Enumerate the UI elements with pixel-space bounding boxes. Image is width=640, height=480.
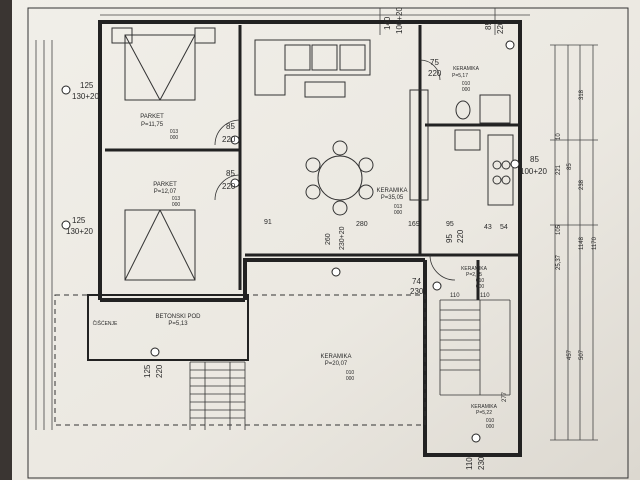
dim-door-1-width: 85 [226, 122, 235, 131]
dim-right-238: 238 [579, 179, 585, 190]
dim-entry-height: 230 [477, 456, 486, 470]
dim-top-100: 100+20 [395, 7, 404, 34]
dim-door-1-height: 220 [222, 135, 236, 144]
room-code2-bedroom2: 000 [172, 202, 181, 208]
room-label-hall: KERAMIKA [461, 266, 488, 272]
outer-walls [98, 20, 522, 457]
dim-mid-54: 54 [500, 224, 508, 231]
interior-stairs [439, 299, 511, 396]
room-code2-hall: 000 [476, 284, 485, 290]
terrace-inner-wall [87, 294, 249, 361]
room-code-bedroom1: 013 [170, 129, 179, 135]
dim-mid-91: 91 [264, 219, 272, 226]
room-code2-bedroom1: 000 [170, 135, 179, 141]
dim-vert-110a: 110 [450, 293, 460, 299]
room-code-terrace: 010 [346, 370, 355, 376]
dim-right-1148: 1148 [579, 236, 585, 250]
dim-top-85: 85 [484, 21, 493, 30]
bed-top [111, 27, 216, 101]
dim-mid-95: 95 [446, 221, 454, 228]
dim-right-2537: 25,37 [556, 254, 562, 270]
dining-table [305, 140, 374, 216]
room-area-bedroom1: P=11,75 [141, 122, 164, 128]
room-code2-entry: 000 [486, 424, 495, 430]
dim-right-10: 10 [556, 133, 562, 140]
dim-bath-door-height: 220 [428, 69, 442, 78]
dim-mid-43: 43 [484, 224, 492, 231]
kitchen-counter [409, 89, 514, 206]
room-code-bedroom2: 013 [172, 196, 181, 202]
dim-window-width-1: 125 [80, 81, 94, 90]
room-label-entry: KERAMIKA [471, 404, 498, 410]
dim-terrace-door-height: 220 [155, 364, 164, 378]
room-code-entry: 010 [486, 418, 495, 424]
dim-vert-110b: 110 [480, 293, 490, 299]
room-code-hall: 010 [476, 278, 485, 284]
room-area-terrace: P=20,07 [325, 361, 348, 367]
dim-right-457: 457 [567, 349, 573, 360]
door-swings [214, 59, 456, 281]
stairs [189, 361, 246, 430]
dim-hall-door-width: 95 [445, 234, 454, 243]
room-area-bedroom2: P=12,07 [154, 189, 177, 195]
room-area-living: P=35,05 [381, 195, 404, 201]
dim-vert-260: 260 [325, 233, 332, 245]
room-label-bedroom2: PARKET [153, 182, 177, 188]
room-area-hall: P=2,65 [466, 272, 482, 278]
dim-kitchen-window-width: 85 [530, 155, 539, 164]
room-code-bath: 010 [462, 81, 471, 87]
room-label-concrete: BETONSKI POD [156, 314, 202, 320]
dim-mid-169: 169 [408, 221, 420, 228]
room-code2-living: 000 [394, 210, 403, 216]
dim-mid-280: 280 [356, 221, 368, 228]
dim-top-140: 140 [383, 16, 392, 30]
dim-window-height-1: 130+20 [72, 92, 99, 101]
room-label-bath: KERAMIKA [453, 66, 480, 72]
dim-top-220: 220 [496, 20, 505, 34]
dim-terrace-door-width: 125 [143, 364, 152, 378]
room-area-concrete: P=5,13 [168, 321, 188, 327]
dim-small-door-height: 230 [410, 287, 424, 296]
dim-hall-door-height: 220 [456, 229, 465, 243]
dim-window-width-2: 125 [72, 216, 86, 225]
window-markers [61, 40, 520, 443]
dim-bath-door-width: 75 [430, 58, 439, 67]
room-code-living: 013 [394, 204, 403, 210]
dim-door-2-height: 220 [222, 182, 236, 191]
room-label-bedroom1: PARKET [140, 114, 164, 120]
dim-right-105: 105 [556, 224, 562, 235]
room-area-bath: P=5,17 [452, 73, 468, 79]
room-code2-bath: 000 [462, 87, 471, 93]
dim-entry-width: 110 [465, 457, 474, 470]
dark-edge [0, 0, 12, 480]
room-label-terrace: KERAMIKA [320, 354, 351, 360]
dim-door-2-width: 85 [226, 169, 235, 178]
dim-right-85: 85 [567, 163, 573, 170]
dim-right-507: 507 [579, 349, 585, 360]
room-area-entry: P=5,22 [476, 410, 492, 416]
dim-right-1170: 1170 [592, 236, 598, 250]
room-code2-terrace: 000 [346, 376, 355, 382]
cleaning-label: ČIŠĆENJE [93, 320, 118, 327]
left-dimensions [35, 40, 53, 430]
sheet-frame [27, 7, 629, 479]
dim-right-277: 277 [502, 391, 508, 402]
inner-walls [105, 25, 520, 300]
bed-bottom [124, 209, 196, 281]
dim-window-height-2: 130+20 [66, 227, 93, 236]
bathroom-fixtures [454, 94, 511, 151]
dim-right-318: 318 [579, 89, 585, 100]
dim-right-221: 221 [556, 164, 562, 175]
dim-small-door-width: 74 [412, 277, 421, 286]
right-dimensions [550, 44, 598, 441]
sofa [254, 39, 371, 98]
room-label-living: KERAMIKA [376, 188, 407, 194]
dim-kitchen-window-height: 100+20 [520, 167, 547, 176]
dim-vert-230: 230+20 [339, 226, 346, 250]
